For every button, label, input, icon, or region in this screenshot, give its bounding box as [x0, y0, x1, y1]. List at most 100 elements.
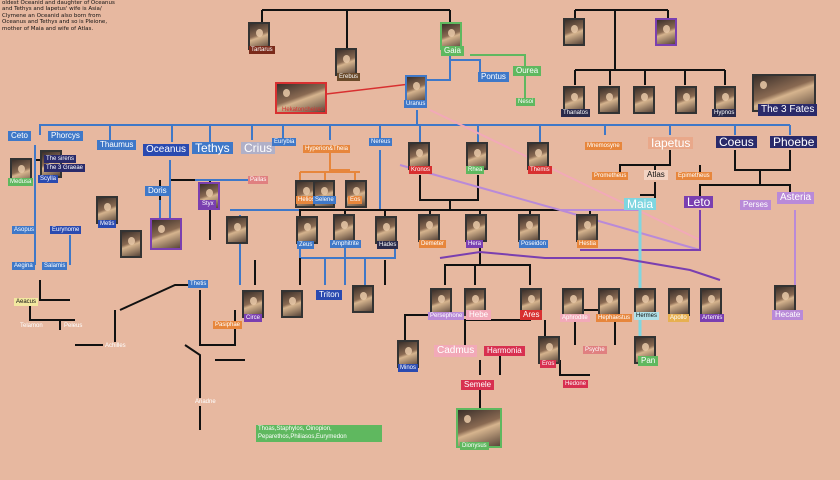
label-rhea: Rhea	[466, 166, 485, 174]
portrait-amphitrite	[333, 214, 355, 242]
label-epimetheus: Epimetheus	[676, 172, 712, 180]
portrait-eris	[675, 86, 697, 114]
label-aeacus: Aeacus	[14, 298, 39, 306]
label-persephone: Persephone	[428, 312, 465, 320]
portrait-uranus	[405, 75, 427, 103]
label-hedone: Hedone	[563, 380, 589, 388]
label-doris: Doris	[145, 186, 170, 196]
label-styx: Styx	[200, 200, 216, 208]
label-zeus: Zeus	[297, 241, 315, 249]
portrait-ursula	[281, 290, 303, 318]
label-ares: Ares	[520, 310, 543, 320]
label-psyche: Psyche	[583, 346, 607, 354]
label-hyperion-theia: Hyperion&Theia	[303, 145, 351, 153]
note-text: oldest Oceanid and daughter of Oceanus a…	[2, 0, 115, 32]
label-three-fates: The 3 Fates	[758, 104, 818, 116]
portrait-nyx	[563, 18, 585, 46]
label-hermes: Hermes	[634, 312, 660, 320]
label-aphrodite: Aphrodite	[560, 314, 590, 322]
label-ceto: Ceto	[8, 131, 31, 141]
portrait-kratos	[150, 218, 182, 250]
label-maia: Maia	[624, 198, 657, 210]
portrait-aphrodite	[562, 288, 584, 316]
portrait-persephone	[430, 288, 452, 316]
label-kronos: Kronos	[409, 166, 433, 174]
label-eurybia: Eurybia	[272, 138, 297, 146]
portrait-hekatoncheires	[275, 82, 327, 114]
label-harmonia: Harmonia	[484, 346, 525, 356]
label-ariadne: Ariadne	[193, 398, 218, 406]
label-telamon: Telamon	[18, 322, 45, 330]
portrait-triton-area	[352, 285, 374, 313]
label-mnemosyne: Mnemosyne	[585, 142, 622, 150]
portrait-nephele	[226, 216, 248, 244]
label-hecate: Hecate	[772, 310, 804, 320]
label-peleus: Peleus	[62, 322, 85, 330]
label-apollo: Apollo	[668, 314, 689, 322]
portrait-apollo	[668, 288, 690, 316]
label-artemis: Artemis	[700, 314, 725, 322]
portrait-nemesis	[633, 86, 655, 114]
portrait-hera	[465, 214, 487, 242]
label-hypnos: Hypnos	[712, 109, 737, 117]
label-achilles: Achilles	[103, 342, 128, 350]
label-pontus: Pontus	[478, 72, 509, 82]
portrait-zeus	[296, 216, 318, 244]
label-aegina: Aegina	[12, 262, 35, 270]
label-scylla: Scylla	[38, 175, 59, 183]
label-salamis: Salamis	[42, 262, 68, 270]
portrait-hypnos	[598, 86, 620, 114]
label-eos: Eos	[348, 196, 363, 204]
label-hephaestus: Hephaestus	[596, 314, 633, 322]
label-phoebe: Phoebe	[770, 136, 818, 148]
label-perses: Perses	[740, 200, 771, 210]
label-crius: Crius	[241, 142, 276, 154]
label-tethys: Tethys	[192, 142, 233, 154]
portrait-hecate	[774, 285, 796, 313]
label-hebe: Hebe	[466, 310, 492, 320]
label-tartarus: Tartarus	[249, 46, 275, 54]
label-coeus: Coeus	[716, 136, 757, 148]
label-leto: Leto	[684, 196, 714, 208]
label-pallas: Pallas	[248, 176, 269, 184]
label-uranus: Uranus	[404, 100, 428, 108]
label-children: Thoas,Staphylos, Oinopion, Peparethos,Ph…	[256, 425, 382, 442]
portrait-aether	[655, 18, 677, 46]
label-cadmus: Cadmus	[434, 345, 478, 357]
label-eros: Eros	[540, 360, 557, 368]
label-semele: Semele	[461, 380, 495, 390]
label-hera: Hera	[466, 240, 484, 248]
label-nesoi: Nesoi	[516, 98, 536, 106]
label-pasiphae: Pasiphae	[213, 321, 243, 329]
label-phorcys: Phorcys	[48, 131, 83, 141]
label-oceanus: Oceanus	[143, 144, 190, 156]
label-hades: Hades	[377, 241, 399, 249]
label-iapetus: Iapetus	[648, 137, 694, 149]
label-graeae: The 3 Graeae	[44, 164, 86, 172]
label-gaia: Gaia	[441, 46, 464, 56]
portrait-nike	[120, 230, 142, 258]
portrait-hermes	[634, 288, 656, 316]
portrait-hephaestus	[598, 288, 620, 316]
label-eurynome: Eurynome	[50, 226, 82, 234]
label-dionysus: Dionysus	[460, 442, 489, 450]
label-helios: Helios	[296, 196, 317, 204]
label-triton: Triton	[316, 290, 343, 300]
label-minos: Minos	[398, 364, 419, 372]
portrait-poseidon	[518, 214, 540, 242]
portrait-tartarus	[248, 22, 270, 50]
label-thetis: Thetis	[188, 280, 209, 288]
label-thaumus: Thaumus	[97, 140, 137, 150]
label-thanatos: Thanatos	[561, 109, 591, 117]
label-hestia: Hestia	[577, 240, 599, 248]
label-hekatoncheires: Hekatoncheires	[282, 107, 324, 113]
label-demeter: Demeter	[419, 240, 447, 248]
portrait-hades	[375, 216, 397, 244]
label-ourea: Ourea	[513, 66, 542, 76]
label-erebus: Erebus	[337, 73, 361, 81]
label-prometheus: Prometheus	[592, 172, 629, 180]
label-circe: Circe	[244, 314, 263, 322]
label-medusa: Medusa	[8, 178, 34, 186]
label-themis: Themis	[528, 166, 552, 174]
